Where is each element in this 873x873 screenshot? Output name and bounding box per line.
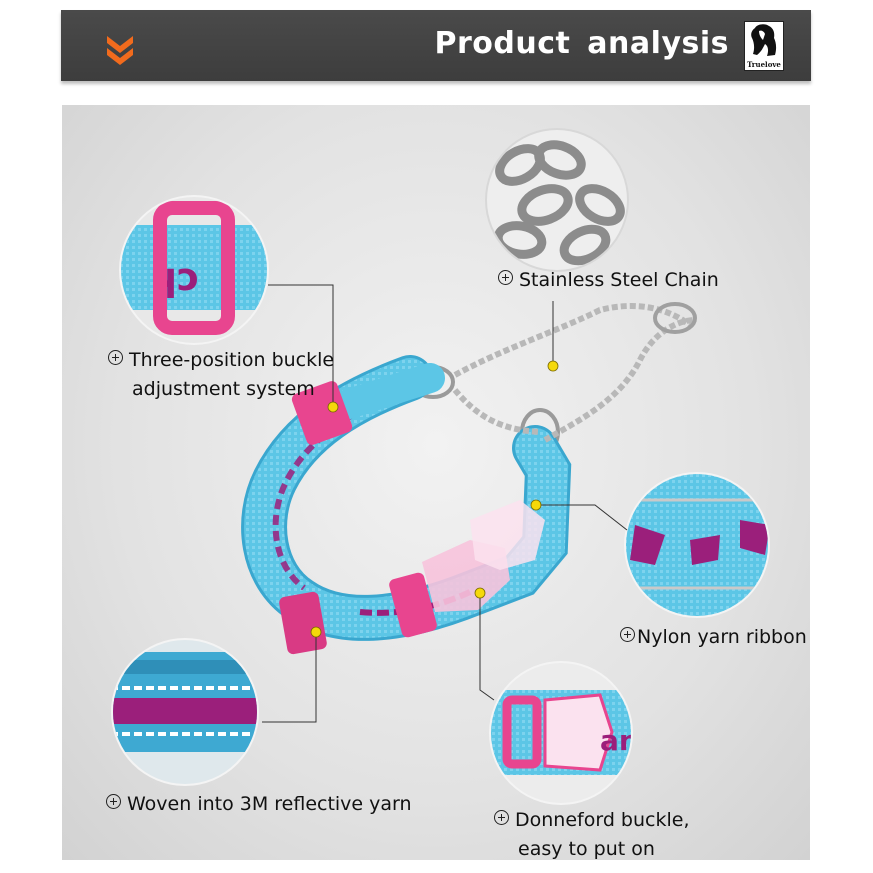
feature-label-chain: Stainless Steel Chain [498,266,719,295]
plus-circle-icon [620,627,635,642]
plus-circle-icon [498,270,513,285]
page-title: Product analysis [434,26,729,61]
plus-circle-icon [108,350,123,365]
feature-text-line2: adjustment system [132,378,315,400]
detail-buckle-circle: an [489,661,639,805]
feature-label-reflective: Woven into 3M reflective yarn [106,790,412,819]
collar-illustration [241,302,697,655]
detail-reflective-circle [111,638,259,786]
detail-chain-circle [485,128,629,272]
brand-logo: Truelove [744,21,784,71]
plus-circle-icon [106,794,121,809]
feature-text: Woven into 3M reflective yarn [127,793,412,815]
svg-text:an: an [600,724,639,757]
pointer-dots [310,360,559,638]
plus-circle-icon [494,810,509,825]
header-bar: Product analysis Truelove [61,10,811,81]
logo-text: Truelove [747,60,781,69]
feature-label-adjuster: Three-position buckle adjustment system [108,346,334,404]
pointer-lines [262,284,628,723]
feature-label-buckle: Donneford buckle, easy to put on [494,806,689,864]
feature-text: Donneford buckle, [515,809,690,831]
dog-logo-icon [751,24,777,56]
double-chevron-down-icon [107,36,133,65]
feature-text-line2: easy to put on [518,838,655,860]
detail-adjuster-circle: ɥɔ [119,195,269,345]
feature-label-ribbon: Nylon yarn ribbon [620,623,807,652]
detail-ribbon-circle [624,472,770,618]
feature-text: Nylon yarn ribbon [637,626,807,648]
feature-text: Three-position buckle [129,349,335,371]
feature-text: Stainless Steel Chain [519,269,719,291]
